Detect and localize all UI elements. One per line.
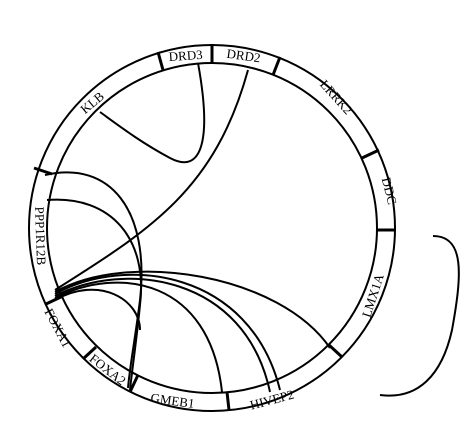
separator-drd2-lrrk2 bbox=[271, 56, 282, 76]
link-foxa1-lmx1a bbox=[54, 270, 331, 349]
separator-foxa2-foxa1 bbox=[81, 345, 98, 361]
label-ddc: DDC bbox=[379, 176, 400, 206]
detached-bracket bbox=[379, 235, 460, 397]
link-foxa1-hivep2-c bbox=[54, 281, 223, 393]
link-foxa1-gmeb1 bbox=[54, 288, 141, 331]
separator-ppp1r12b-klb bbox=[33, 166, 53, 176]
separator-lmx1a-hivep2 bbox=[327, 343, 344, 359]
link-foxa1-hivep2-b bbox=[54, 277, 271, 393]
segment-separators bbox=[33, 44, 396, 411]
separator-klb-drd3 bbox=[156, 51, 165, 71]
link-drd2-foxa1 bbox=[54, 69, 249, 291]
label-hivep2: HIVEP2 bbox=[248, 387, 295, 413]
link-ppp1r12b-gmeb1-b bbox=[46, 198, 143, 391]
separator-gmeb1-foxa2 bbox=[128, 374, 140, 393]
separator-hivep2-gmeb1 bbox=[225, 391, 231, 411]
label-drd3: DRD3 bbox=[168, 47, 203, 64]
chord-links bbox=[44, 62, 460, 397]
link-foxa1-hivep2-a bbox=[54, 273, 281, 391]
label-drd2: DRD2 bbox=[226, 46, 262, 66]
label-klb: KLB bbox=[77, 88, 107, 116]
label-ppp1r12b: PPP1R12B bbox=[32, 206, 49, 265]
label-lrrk2: LRRK2 bbox=[317, 77, 356, 118]
label-gmeb1: GMEB1 bbox=[150, 390, 196, 411]
link-drd3-klb bbox=[99, 62, 206, 164]
separator-lrrk2-ddc bbox=[361, 148, 380, 160]
